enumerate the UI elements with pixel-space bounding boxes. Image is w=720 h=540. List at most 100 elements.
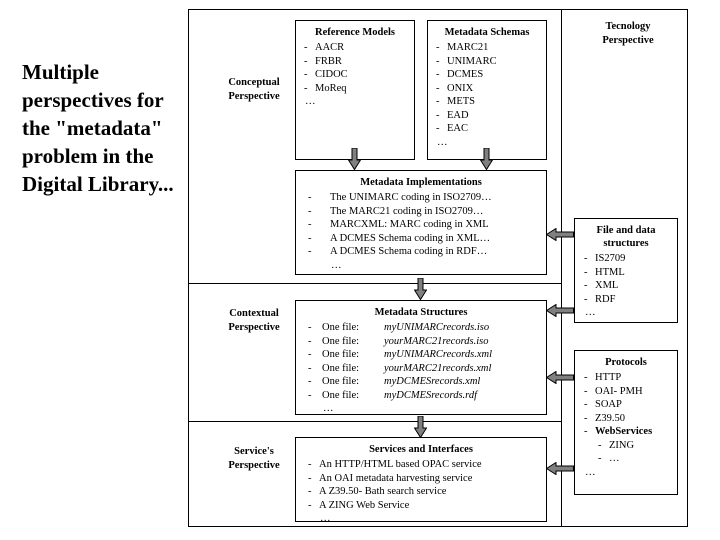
box-reference-models: Reference Models -AACR-FRBR-CIDOC-MoReq…: [295, 20, 415, 160]
list-item-label: EAD: [447, 109, 469, 121]
list-item: -AACR: [304, 41, 414, 55]
bullet-dash-icon: -: [304, 42, 308, 53]
list-item: -RDF: [584, 293, 677, 307]
list-reference-models: -AACR-FRBR-CIDOC-MoReq…: [296, 41, 414, 109]
file-row-label: One file:: [322, 376, 360, 387]
list-item-label: …: [437, 136, 448, 148]
bullet-dash-icon: -: [436, 96, 440, 107]
box-title: Metadata Structures: [374, 307, 468, 318]
list-item: -HTML: [584, 266, 677, 280]
bullet-dash-icon: -: [436, 123, 440, 134]
list-item-ellipsis: …: [308, 259, 546, 273]
list-item-label: …: [323, 403, 334, 414]
bullet-dash-icon: -: [436, 69, 440, 80]
list-item: -One file:myUNIMARCrecords.xml: [308, 348, 546, 362]
list-item-ellipsis: …: [584, 306, 677, 320]
bullet-dash-icon: -: [584, 399, 588, 410]
list-item-label: …: [320, 513, 331, 524]
file-row-label: One file:: [322, 349, 360, 360]
list-item: -CIDOC: [304, 68, 414, 82]
list-item-sub: -ZING: [584, 439, 677, 453]
list-item: -HTTP: [584, 371, 677, 385]
file-name: yourMARC21records.xml: [384, 362, 492, 374]
list-item-label: An HTTP/HTML based OPAC service: [319, 459, 482, 470]
bullet-dash-icon: -: [584, 280, 588, 291]
list-item-label: The UNIMARC coding in ISO2709…: [330, 192, 492, 203]
list-item: -A DCMES Schema coding in RDF…: [308, 245, 546, 259]
diagram-frame: Conceptual Perspective Contextual Perspe…: [188, 9, 688, 527]
list-item-ellipsis: …: [308, 512, 546, 526]
list-metadata-structures: -One file:myUNIMARCrecords.iso-One file:…: [296, 321, 546, 416]
bullet-dash-icon: -: [584, 253, 588, 264]
list-item-label: MARCXML: MARC coding in XML: [330, 219, 489, 230]
list-item-label: EAC: [447, 123, 468, 134]
list-item-label: WebServices: [595, 426, 653, 437]
box-metadata-implementations: Metadata Implementations - The UNIMARC co…: [295, 170, 547, 275]
bullet-dash-icon: -: [436, 109, 440, 121]
list-metadata-schemas: -MARC21-UNIMARC-DCMES-ONIX-METS-EAD-EAC…: [428, 41, 546, 149]
bullet-dash-icon: -: [598, 453, 602, 464]
list-item: -A ZING Web Service: [308, 499, 546, 513]
list-item: -XML: [584, 279, 677, 293]
list-item: -EAD: [436, 109, 546, 123]
bullet-dash-icon: -: [436, 42, 440, 53]
list-item: -UNIMARC: [436, 55, 546, 69]
list-item-label: XML: [595, 280, 619, 291]
arrow-left-icon-filedata-to-structures: [546, 304, 574, 317]
list-item: -One file: myDCMESrecords.xml: [308, 375, 546, 389]
bullet-dash-icon: -: [308, 376, 312, 387]
list-services: -An HTTP/HTML based OPAC service-An OAI …: [296, 458, 546, 526]
list-item-label: …: [585, 466, 596, 478]
bullet-dash-icon: -: [308, 219, 312, 230]
perspective-label-conceptual: Conceptual Perspective: [228, 77, 280, 102]
list-item: -MARC21: [436, 41, 546, 55]
arrow-down-icon-structures-to-services: [414, 416, 427, 438]
list-item: -SOAP: [584, 398, 677, 412]
list-item: -OAI- PMH: [584, 385, 677, 399]
list-item: -The MARC21 coding in ISO2709…: [308, 205, 546, 219]
bullet-dash-icon: -: [436, 82, 440, 94]
file-name: myDCMESrecords.xml: [384, 376, 481, 387]
list-item-label: HTML: [595, 266, 625, 278]
list-item-label: ZING: [609, 439, 635, 451]
list-item-label: UNIMARC: [447, 55, 497, 67]
box-title: Protocols: [605, 357, 647, 368]
list-item-label: METS: [447, 96, 476, 107]
bullet-dash-icon: -: [584, 372, 588, 383]
box-metadata-schemas: Metadata Schemas -MARC21-UNIMARC-DCMES-O…: [427, 20, 547, 160]
list-item: -EAC: [436, 122, 546, 136]
perspective-label-contextual: Contextual Perspective: [228, 308, 280, 333]
bullet-dash-icon: -: [598, 439, 602, 451]
bullet-dash-icon: -: [584, 266, 588, 278]
page-title: Multiple perspectives for the "metadata"…: [22, 60, 174, 196]
list-item-label: FRBR: [315, 55, 342, 67]
list-protocols: -HTTP-OAI- PMH-SOAP-Z39.50-WebServices-Z…: [575, 371, 677, 479]
bullet-dash-icon: -: [308, 205, 312, 217]
list-item-label: OAI- PMH: [595, 385, 643, 397]
divider-conceptual-contextual: [189, 283, 561, 284]
bullet-dash-icon: -: [584, 426, 588, 437]
bullet-dash-icon: -: [308, 192, 312, 203]
divider-contextual-service: [189, 421, 561, 422]
list-item: - MARCXML: MARC coding in XML: [308, 218, 546, 232]
bullet-dash-icon: -: [436, 55, 440, 67]
file-row-label: One file:: [322, 389, 360, 401]
bullet-dash-icon: -: [584, 412, 588, 424]
list-item-label: …: [585, 307, 596, 318]
list-item-label: IS2709: [595, 253, 626, 264]
file-row-label: One file:: [322, 335, 360, 347]
file-name: myDCMESrecords.rdf: [384, 389, 478, 401]
list-item-label: CIDOC: [315, 69, 348, 80]
box-title: Metadata Implementations: [360, 177, 482, 188]
box-protocols: Protocols -HTTP-OAI- PMH-SOAP-Z39.50-Web…: [574, 350, 678, 495]
bullet-dash-icon: -: [308, 499, 312, 511]
file-row-label: One file:: [322, 322, 360, 333]
list-item-ellipsis: …: [304, 95, 414, 109]
file-name: yourMARC21records.iso: [384, 335, 489, 347]
bullet-dash-icon: -: [308, 459, 312, 470]
box-title: Reference Models: [315, 27, 395, 38]
bullet-dash-icon: -: [308, 362, 312, 374]
list-item: -One file:myUNIMARCrecords.iso: [308, 321, 546, 335]
bullet-dash-icon: -: [308, 246, 312, 257]
list-item-label: HTTP: [595, 372, 622, 383]
